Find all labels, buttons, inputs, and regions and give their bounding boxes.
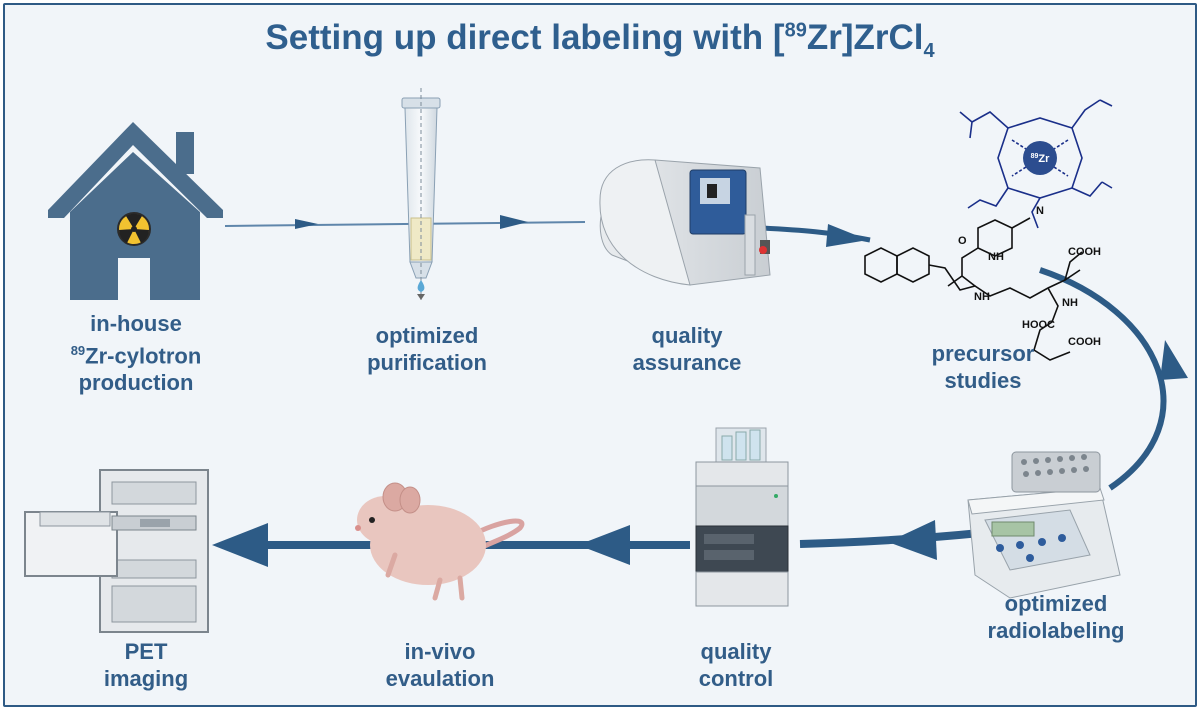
arrow-head-6 (578, 525, 630, 565)
svg-text:HOOC: HOOC (1022, 319, 1055, 331)
svg-text:NH: NH (1062, 297, 1078, 309)
house-radiation-icon (48, 122, 223, 300)
chelator-molecule-icon (959, 99, 1113, 229)
zr-metal-center: 89Zr (1023, 141, 1057, 175)
arrow-head-2 (500, 215, 528, 229)
diagram-title: Setting up direct labeling with [89Zr]Zr… (265, 18, 935, 62)
arrow-head-7 (212, 523, 268, 567)
svg-text:COOH: COOH (1068, 336, 1101, 348)
purification-column-icon (401, 88, 441, 300)
svg-text:NH: NH (988, 251, 1004, 263)
flow-arrows (212, 215, 1188, 567)
cyclotron-device-icon (599, 159, 771, 286)
svg-text:89Zr: 89Zr (1031, 153, 1051, 165)
pet-scanner-icon (24, 469, 209, 633)
step-label-production: in-house 89Zr-cylotron production (70, 311, 202, 396)
molecule-labels: COOH COOH HOOC NH NH NH N O (958, 205, 1101, 348)
svg-text:NH: NH (974, 291, 990, 303)
svg-text:N: N (1036, 205, 1044, 217)
arrow-head-3 (826, 224, 868, 247)
arrow-head-1 (295, 219, 318, 229)
peptide-backbone (864, 217, 1083, 361)
arrow-head-5 (888, 520, 937, 560)
mouse-icon (355, 482, 525, 601)
thermoshaker-icon (967, 451, 1121, 599)
arrow-head-4 (1160, 340, 1188, 380)
svg-text:COOH: COOH (1068, 246, 1101, 258)
hplc-system-icon (695, 427, 789, 607)
svg-text:O: O (958, 235, 967, 247)
